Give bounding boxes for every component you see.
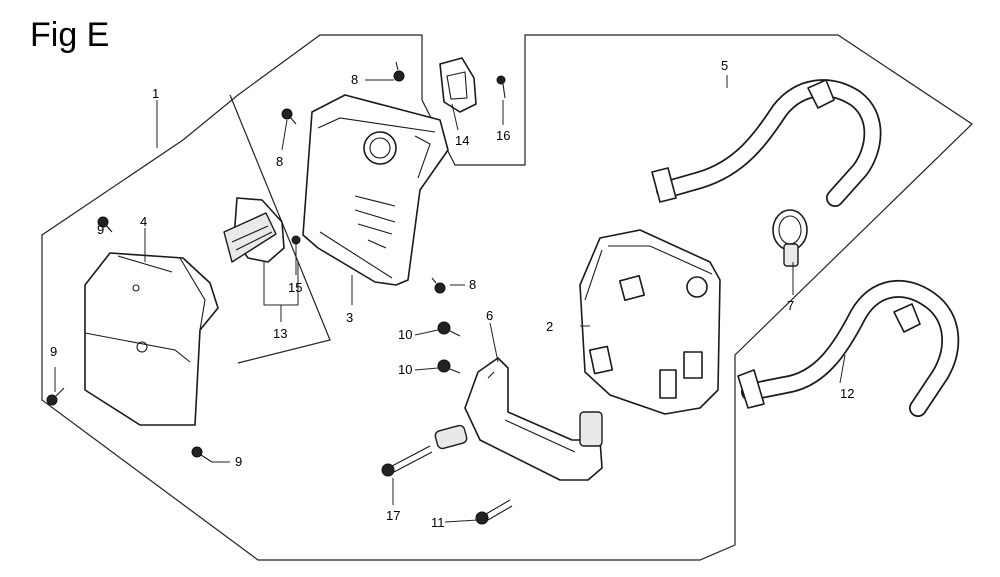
bolt-10-upper — [437, 321, 461, 337]
callout-6: 6 — [486, 308, 493, 323]
callout-1: 1 — [152, 86, 159, 101]
callout-10-upper: 10 — [398, 327, 412, 342]
bolt-8-left — [281, 108, 297, 125]
clamp-plate-part-14 — [439, 57, 477, 113]
assembly-frame-main — [41, 34, 973, 561]
screw-16 — [496, 75, 506, 99]
callout-17: 17 — [386, 508, 400, 523]
fasteners — [46, 61, 513, 525]
gasket-part-13 — [223, 197, 285, 263]
bolt-17 — [381, 445, 433, 477]
callout-16: 16 — [496, 128, 510, 143]
leader-lines — [54, 75, 846, 523]
callout-4: 4 — [140, 214, 147, 229]
callout-15: 15 — [288, 280, 302, 295]
callout-11: 11 — [431, 515, 445, 530]
assembly-frame-center — [229, 94, 331, 364]
screw-15 — [291, 235, 301, 245]
callout-12: 12 — [840, 386, 854, 401]
callout-2: 2 — [546, 319, 553, 334]
callout-14: 14 — [455, 133, 469, 148]
callout-9-bottom: 9 — [235, 454, 242, 469]
callout-labels: 1 2 3 4 5 6 7 8 8 8 9 9 9 10 10 11 12 13… — [50, 58, 854, 530]
callout-5: 5 — [721, 58, 728, 73]
callout-13: 13 — [273, 326, 287, 341]
muffler-bracket-part-6 — [434, 357, 603, 481]
callout-7: 7 — [787, 298, 794, 313]
exhaust-pipe-part-5 — [651, 79, 882, 207]
bolt-10-lower — [437, 359, 461, 374]
figure-title: Fig E — [30, 16, 109, 54]
muffler-body-part-2 — [579, 229, 721, 415]
callout-8-left: 8 — [276, 154, 283, 169]
bolt-9-left — [46, 387, 65, 406]
muffler-protector-part-3 — [302, 94, 449, 286]
callout-9-top: 9 — [97, 222, 104, 237]
callout-3: 3 — [346, 310, 353, 325]
callout-8-right: 8 — [469, 277, 476, 292]
callout-9-left: 9 — [50, 344, 57, 359]
exhaust-pipe-part-12 — [737, 279, 960, 417]
callout-10-lower: 10 — [398, 362, 412, 377]
bolt-9-bottom — [191, 446, 213, 463]
bolt-8-top — [393, 61, 405, 82]
bolt-8-right — [431, 277, 446, 294]
pipe-clamp-part-7 — [772, 209, 808, 267]
heat-shield-part-4 — [84, 252, 219, 426]
callout-8-top: 8 — [351, 72, 358, 87]
bolt-11 — [475, 499, 513, 525]
